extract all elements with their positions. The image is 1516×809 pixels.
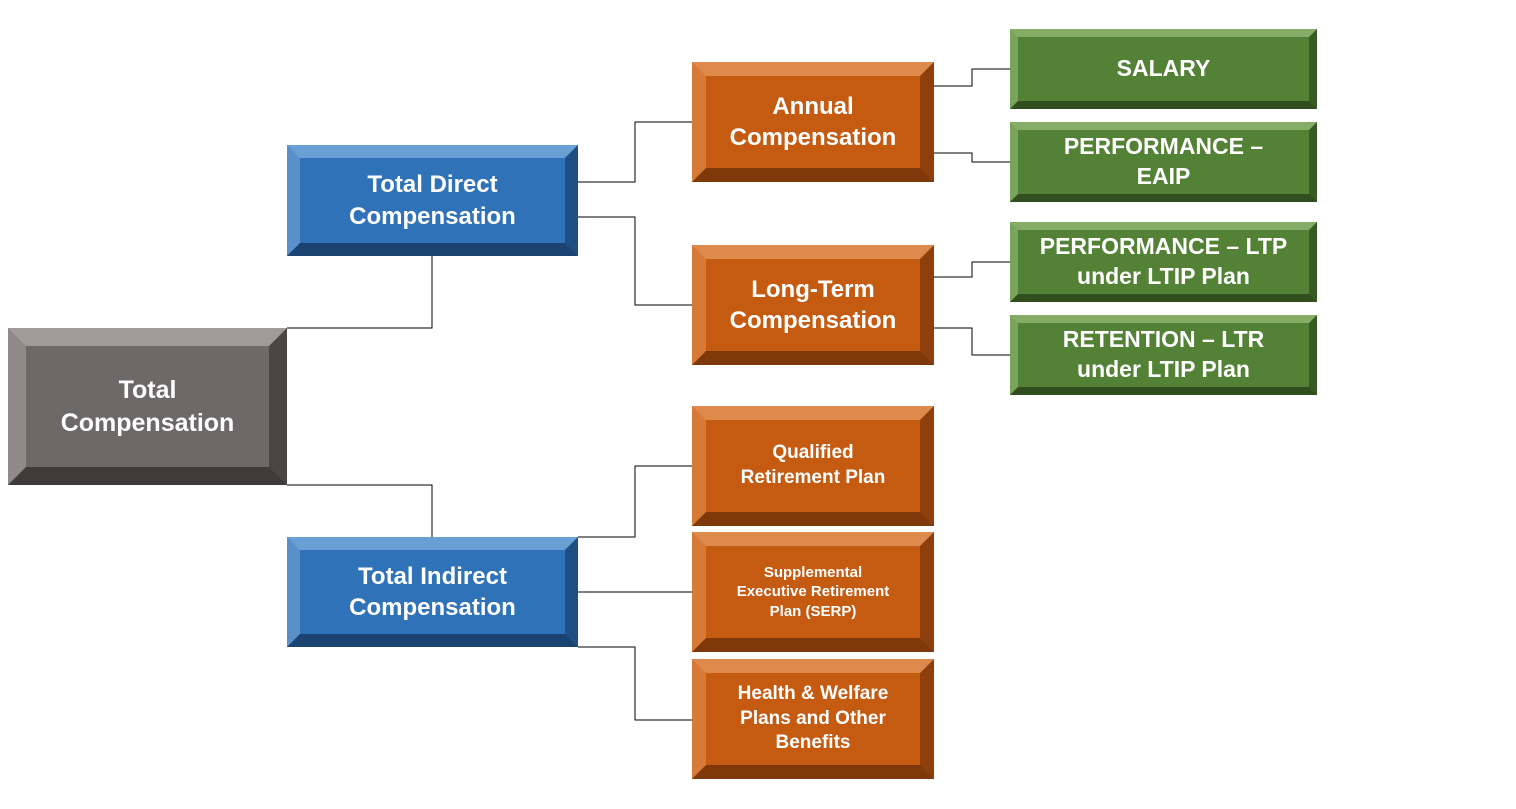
- performance-eaip-label: PERFORMANCE – EAIP: [1063, 133, 1264, 189]
- salary-label: SALARY: [1116, 55, 1211, 82]
- long-term-compensation-box: Long-Term Compensation: [692, 245, 934, 365]
- total-direct-compensation-box: Total Direct Compensation: [287, 145, 578, 256]
- total-direct-compensation-label: Total Direct Compensation: [349, 171, 516, 230]
- health-welfare-label: Health & Welfare Plans and Other Benefit…: [737, 682, 889, 754]
- total-compensation-box: Total Compensation: [8, 328, 287, 485]
- connector-root-indirect: [287, 484, 433, 537]
- total-compensation-label: Total Compensation: [60, 376, 235, 437]
- connector-longterm-ltr: [934, 327, 1010, 356]
- total-indirect-compensation-box: Total Indirect Compensation: [287, 537, 578, 647]
- performance-ltp-box: PERFORMANCE – LTP under LTIP Plan: [1010, 222, 1317, 302]
- connector-longterm-ltp: [934, 261, 1010, 278]
- salary-box: SALARY: [1010, 29, 1317, 109]
- connector-indirect-qualified: [578, 465, 692, 538]
- connector-direct-longterm: [578, 216, 692, 306]
- serp-box: Supplemental Executive Retirement Plan (…: [692, 532, 934, 652]
- connector-direct-annual: [578, 121, 692, 183]
- performance-eaip-box: PERFORMANCE – EAIP: [1010, 122, 1317, 202]
- connector-annual-salary: [934, 68, 1010, 87]
- qualified-retirement-plan-label: Qualified Retirement Plan: [740, 442, 886, 488]
- connector-indirect-health: [578, 646, 692, 721]
- retention-ltr-box: RETENTION – LTR under LTIP Plan: [1010, 315, 1317, 395]
- serp-label: Supplemental Executive Retirement Plan (…: [736, 563, 890, 620]
- connector-annual-eaip: [934, 152, 1010, 163]
- health-welfare-box: Health & Welfare Plans and Other Benefit…: [692, 659, 934, 779]
- retention-ltr-label: RETENTION – LTR under LTIP Plan: [1062, 326, 1265, 382]
- annual-compensation-label: Annual Compensation: [729, 92, 897, 151]
- performance-ltp-label: PERFORMANCE – LTP under LTIP Plan: [1039, 233, 1288, 289]
- connector-root-direct: [287, 256, 433, 329]
- total-indirect-compensation-label: Total Indirect Compensation: [349, 562, 516, 621]
- qualified-retirement-plan-box: Qualified Retirement Plan: [692, 406, 934, 526]
- annual-compensation-box: Annual Compensation: [692, 62, 934, 182]
- long-term-compensation-label: Long-Term Compensation: [729, 275, 897, 334]
